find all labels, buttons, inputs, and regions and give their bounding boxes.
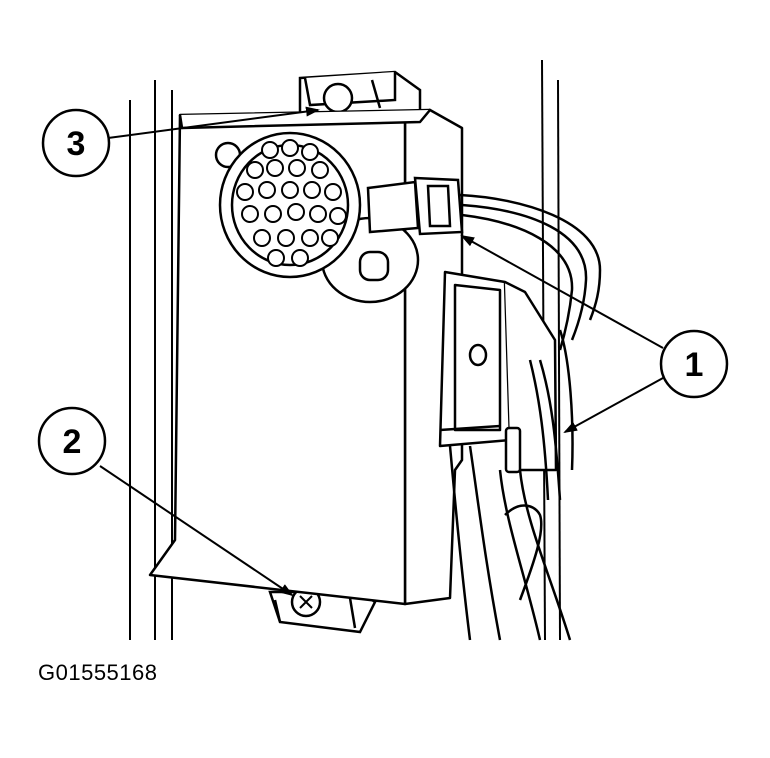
- callout-3-circle: [41, 108, 111, 178]
- figure-code: G01555168: [38, 660, 158, 685]
- callout-1-label: 1: [685, 346, 704, 384]
- small-connector: [366, 176, 464, 236]
- leader-lines: [99, 106, 664, 597]
- leader-callout-1-bottom: [563, 377, 664, 433]
- top-mounting-bracket: [298, 70, 422, 122]
- callout-2: 2: [37, 406, 107, 476]
- leader-callout-2: [99, 465, 294, 597]
- callout-1-circle: [659, 329, 729, 399]
- small-connector-wires: [459, 193, 602, 351]
- leader-callout-3: [107, 106, 320, 139]
- mounting-panel: [129, 59, 561, 641]
- leader-callout-1-top: [460, 235, 664, 349]
- side-connector: [438, 270, 558, 474]
- callout-2-label: 2: [63, 423, 82, 461]
- callout-2-circle: [37, 406, 107, 476]
- callout-3-label: 3: [67, 125, 86, 163]
- round-connector: [214, 131, 420, 304]
- callout-1: 1: [659, 329, 729, 399]
- wire-harness: [448, 329, 574, 641]
- connector-pins: [236, 139, 347, 267]
- callout-3: 3: [41, 108, 111, 178]
